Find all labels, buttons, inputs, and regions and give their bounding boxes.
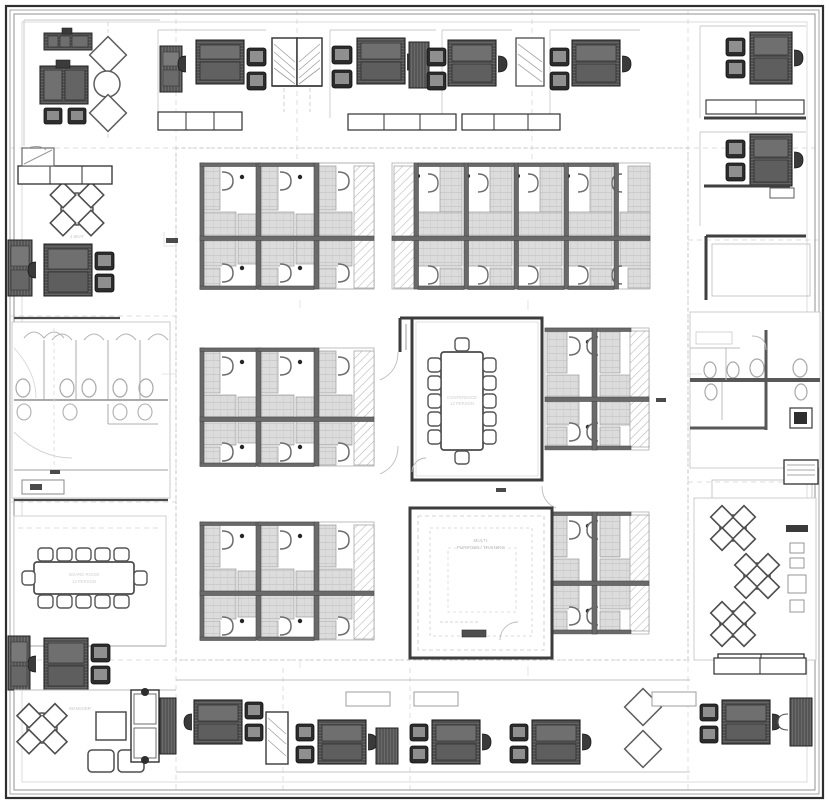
workstation-cluster-nw <box>199 162 375 290</box>
room-office-n-4 <box>549 29 640 118</box>
room-office-ne-corner <box>699 25 806 118</box>
room-break-se <box>693 459 819 671</box>
room-office-n-1 <box>157 29 267 118</box>
round-table-nw: 4 SEAT <box>49 181 105 239</box>
room-office-west-mid <box>7 239 115 297</box>
workstation-cluster-me <box>544 327 650 451</box>
svg-text:PURPOSE / TRAINING: PURPOSE / TRAINING <box>457 545 506 550</box>
room-conference-sw: BOARD ROOM 12 PERSON <box>13 515 167 647</box>
bottom-band <box>14 657 813 773</box>
workstation-cluster-ne <box>391 162 651 290</box>
svg-text:4 SEAT: 4 SEAT <box>70 234 85 239</box>
casework-top <box>157 99 805 131</box>
svg-text:MANAGER: MANAGER <box>69 706 91 711</box>
room-office-n-3 <box>426 29 512 118</box>
svg-text:CONFERENCE: CONFERENCE <box>447 395 477 400</box>
core-elevator-north <box>515 37 545 87</box>
room-office-nw-corner <box>23 19 160 146</box>
svg-text:BOARD ROOM: BOARD ROOM <box>69 572 99 577</box>
room-office-e-1 <box>699 131 806 226</box>
workstation-cluster-sw <box>199 521 375 641</box>
casework-west-upper <box>17 145 113 185</box>
room-conference-center: CONFERENCE 12 PERSON <box>405 316 544 482</box>
room-office-n-2 <box>329 29 436 118</box>
room-office-sw-corner: MANAGER <box>7 635 145 773</box>
core-stair-north <box>271 37 323 112</box>
room-restroom-west <box>11 321 171 499</box>
room-restroom-east <box>689 311 821 469</box>
svg-text:12 PERSON: 12 PERSON <box>450 401 474 406</box>
svg-text:MULTI-: MULTI- <box>474 538 489 543</box>
workstation-cluster-mw <box>199 347 375 467</box>
svg-text:12 PERSON: 12 PERSON <box>72 579 96 584</box>
workstation-cluster-se <box>544 511 650 635</box>
corridor-wall-east <box>704 116 806 300</box>
room-training: MULTI- PURPOSE / TRAINING <box>408 506 554 660</box>
